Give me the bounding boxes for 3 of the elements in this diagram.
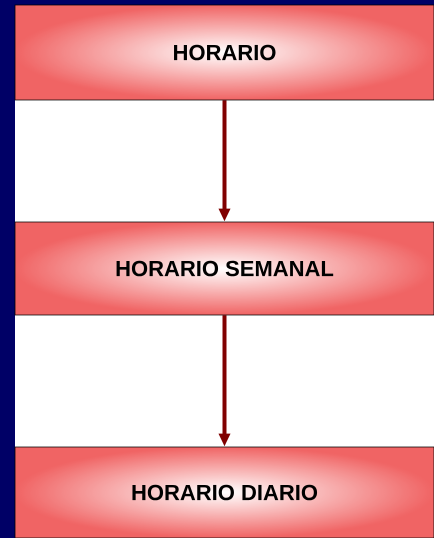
process-box: HORARIO DIARIO [14,446,434,538]
process-box: HORARIO SEMANAL [14,222,434,316]
process-box: HORARIO [14,4,434,100]
